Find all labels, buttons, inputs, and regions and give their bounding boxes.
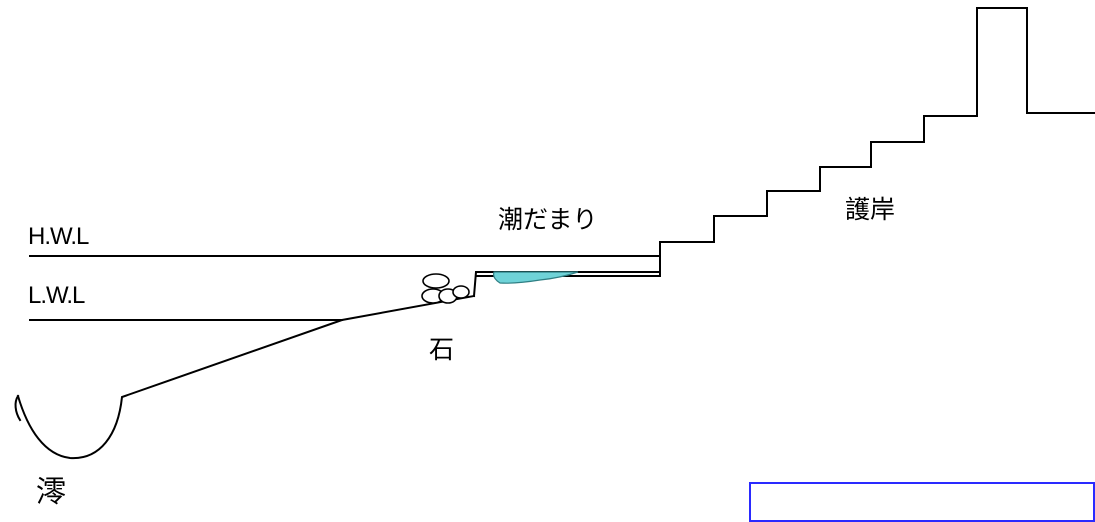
stone-4	[452, 285, 470, 299]
stone-1	[422, 273, 450, 289]
low-water-level-label: L.W.L	[28, 282, 85, 309]
stones	[421, 273, 470, 304]
seawall-profile	[472, 7, 1095, 298]
channel-curve	[14, 394, 22, 422]
channel-label: 澪	[36, 475, 66, 510]
tidepool-label: 潮だまり	[498, 205, 598, 234]
seabed-profile	[16, 294, 476, 460]
cross-section-diagram	[14, 7, 1095, 460]
stone-label: 石	[429, 335, 455, 364]
seawall-label: 護岸	[845, 195, 896, 224]
high-water-level-label: H.W.L	[28, 223, 89, 250]
blue-frame-box	[749, 482, 1095, 522]
tidepool-water	[493, 271, 579, 284]
